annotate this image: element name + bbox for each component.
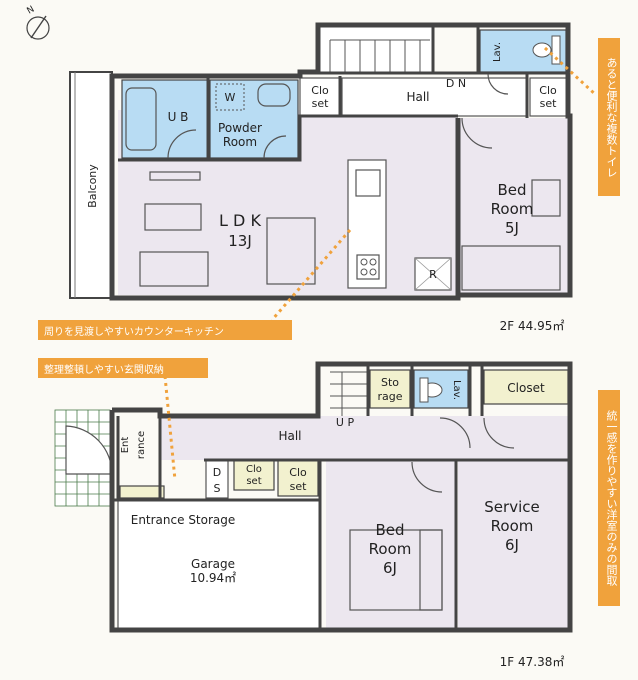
ub-label: U B — [168, 110, 189, 124]
entrance-label-2: rance — [136, 431, 147, 459]
entrance-storage-label: Entrance Storage — [131, 513, 236, 527]
garage-label-1: Garage — [191, 557, 235, 571]
closet-label-1f: Closet — [507, 381, 545, 395]
closet-label-2f-a-1: Clo — [311, 84, 329, 97]
toilet-icon-2f — [532, 42, 552, 58]
sink-icon — [355, 169, 381, 197]
floor-1-area: 1F 47.38㎡ — [500, 655, 565, 669]
lavatory-label-1f: Lav. — [451, 380, 462, 400]
floor-1-plan: Ent rance Hall U P Sto rage Lav. Closet … — [54, 361, 573, 669]
powder-room-area — [209, 79, 299, 159]
ds-label-2: S — [214, 482, 221, 495]
bathtub-icon — [125, 87, 157, 151]
washer-icon — [215, 83, 245, 111]
compass-icon: N — [26, 5, 50, 40]
closet-label-2f-b-1: Clo — [539, 84, 557, 97]
lavatory-label-2f: Lav. — [492, 42, 503, 62]
closet-label-1f-a-2: set — [246, 476, 261, 487]
ldk-label-2: 13J — [228, 232, 252, 250]
storage-label-2: rage — [377, 390, 402, 403]
closet-label-2f-a-2: set — [312, 97, 329, 110]
down-label: D N — [446, 77, 466, 90]
service-room-label-1: Service — [484, 498, 539, 516]
compass-label: N — [26, 5, 37, 17]
stove-icon — [356, 254, 380, 280]
staircase-2f — [329, 39, 430, 72]
powder-room-label-2: Room — [223, 135, 257, 149]
ldk-label-1: L D K — [219, 211, 261, 230]
closet-label-1f-b-2: set — [290, 480, 307, 493]
service-room-label-3: 6J — [505, 536, 519, 554]
dining-table-icon — [266, 217, 316, 285]
callout-entrance-storage: 整理整頓しやすい玄関収納 — [38, 358, 208, 378]
fridge-label: R — [429, 268, 437, 281]
bedroom-label-1f-2: Room — [369, 540, 412, 558]
service-room-label-2: Room — [491, 517, 534, 535]
entrance-label-1: Ent — [120, 437, 131, 454]
storage-label-1: Sto — [381, 376, 399, 389]
sofa-icon — [139, 251, 209, 287]
closet-label-1f-b-1: Clo — [289, 466, 307, 479]
floor-2-plan: Balcony U B W Powder Room Clo set Hall D… — [69, 22, 573, 333]
bedroom-label-2f-2: Room — [491, 200, 534, 218]
bedroom-label-1f-3: 6J — [383, 559, 397, 577]
closet-label-2f-b-2: set — [540, 97, 557, 110]
balcony-label: Balcony — [86, 164, 99, 208]
up-label: U P — [336, 416, 355, 429]
washbasin-icon — [257, 83, 291, 107]
callout-leaders — [163, 46, 598, 481]
closet-label-1f-a-1: Clo — [246, 464, 262, 475]
staircase-1f — [330, 371, 368, 416]
hall-label-2f: Hall — [406, 90, 429, 104]
ds-label-1: D — [213, 466, 221, 479]
powder-room-label-1: Powder — [218, 121, 262, 135]
hall-label-1f: Hall — [278, 429, 301, 443]
bed-icon-2f — [461, 245, 561, 291]
bedroom-label-2f-1: Bed — [497, 181, 526, 199]
callout-multiple-toilets: あると便利な複数トイレ — [598, 38, 620, 196]
floor-2-area: 2F 44.95㎡ — [500, 319, 565, 333]
callout-counter-kitchen: 周りを見渡しやすいカウンターキッチン — [38, 320, 292, 340]
tv-icon — [149, 171, 201, 181]
desk-icon-2f — [531, 179, 561, 217]
bedroom-label-2f-3: 5J — [505, 219, 519, 237]
low-table-icon — [144, 203, 202, 231]
garage-label-2: 10.94㎡ — [190, 571, 236, 585]
bedroom-label-1f-1: Bed — [375, 521, 404, 539]
callout-western-rooms: 統一感を作りやすい洋室のみの間取 — [598, 390, 620, 606]
washer-label: W — [225, 91, 236, 104]
bathroom-area — [121, 79, 209, 159]
entrance-storage-shelf — [119, 485, 165, 499]
